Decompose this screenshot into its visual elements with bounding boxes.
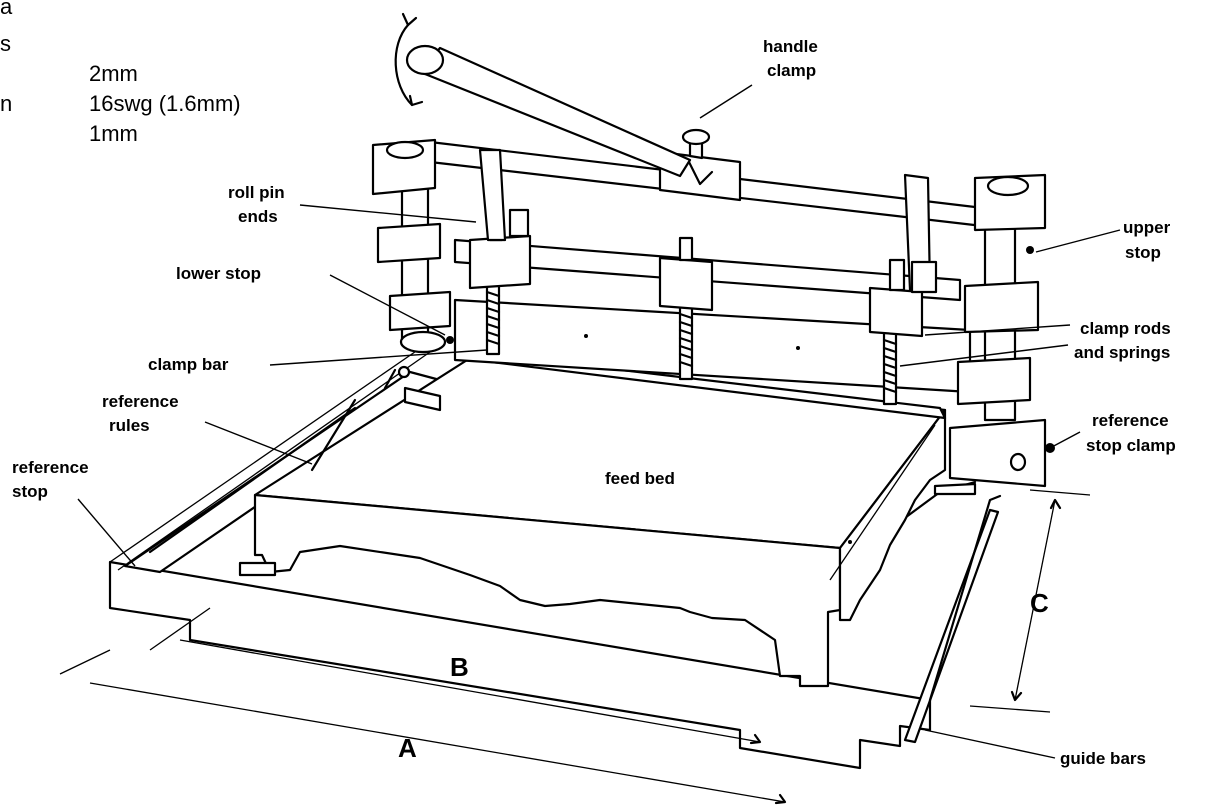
label-roll-pin-1: roll pin <box>228 183 285 202</box>
spec-partial-3: n <box>0 91 12 116</box>
label-reference-stop-2: stop <box>12 482 48 501</box>
left-post <box>371 138 530 354</box>
handle-assembly <box>394 12 1002 230</box>
label-upper-stop-1: upper <box>1123 218 1171 237</box>
spec-partial-2: s <box>0 31 11 56</box>
component-labels: handle clamp roll pin ends upper stop lo… <box>12 37 1176 768</box>
spec-partial-1: a <box>0 0 13 19</box>
label-reference-rules-1: reference <box>102 392 179 411</box>
spec-value-1: 2mm <box>89 61 138 86</box>
clamp-rods-and-springs <box>485 280 898 406</box>
clamp-bar <box>453 298 972 420</box>
label-reference-stop-clamp-2: stop clamp <box>1086 436 1176 455</box>
label-reference-stop-1: reference <box>12 458 89 477</box>
dimension-c-label: C <box>1030 588 1049 618</box>
label-feed-bed: feed bed <box>605 469 675 488</box>
label-handle-clamp-2: clamp <box>767 61 816 80</box>
label-handle-clamp-1: handle <box>763 37 818 56</box>
leader-lines <box>77 84 1121 759</box>
dimension-b-label: B <box>450 652 469 682</box>
label-reference-rules-2: rules <box>109 416 150 435</box>
label-clamp-bar: clamp bar <box>148 355 229 374</box>
label-reference-stop-clamp-1: reference <box>1092 411 1169 430</box>
label-lower-stop: lower stop <box>176 264 261 283</box>
reference-rules <box>310 365 442 472</box>
label-upper-stop-2: stop <box>1125 243 1161 262</box>
right-post <box>903 173 1055 496</box>
dimension-labels: A B C <box>398 588 1049 763</box>
label-roll-pin-2: ends <box>238 207 278 226</box>
spec-list: a s n 2mm 16swg (1.6mm) 1mm <box>0 0 241 146</box>
dimension-a-label: A <box>398 733 417 763</box>
spec-value-3: 1mm <box>89 121 138 146</box>
label-guide-bars: guide bars <box>1060 749 1146 768</box>
spec-value-2: 16swg (1.6mm) <box>89 91 241 116</box>
label-clamp-rods-1: clamp rods <box>1080 319 1171 338</box>
label-clamp-rods-2: and springs <box>1074 343 1170 362</box>
dimension-lines <box>59 489 1091 805</box>
